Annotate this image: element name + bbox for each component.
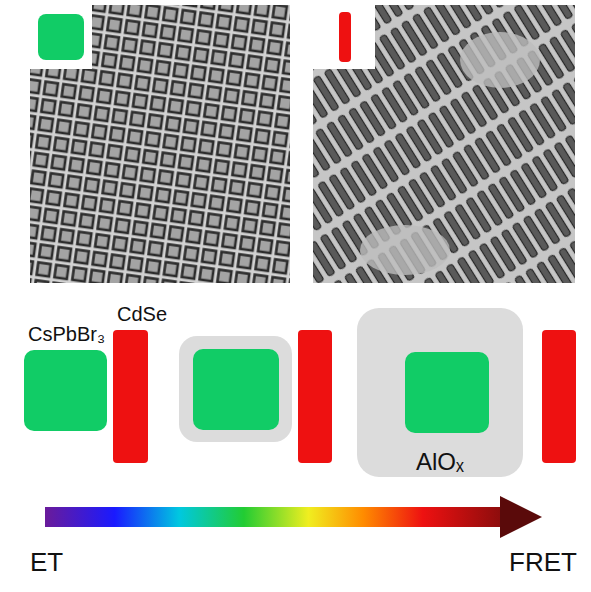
spectrum-arrow <box>45 507 505 527</box>
cube <box>405 352 489 433</box>
inset-box <box>313 5 375 69</box>
tem-blank-area <box>360 225 450 275</box>
rod <box>298 330 332 463</box>
shell-node: AlOₓ <box>357 308 523 477</box>
inset-box <box>30 5 92 69</box>
node-label: CdSe <box>117 303 167 326</box>
axis-label: ET <box>30 548 63 578</box>
rod-node: CdSe <box>113 330 148 463</box>
arrow-head <box>500 496 542 538</box>
tem-image-rods <box>313 5 575 283</box>
axis-label: FRET <box>509 548 577 578</box>
inset-rod <box>339 12 351 62</box>
rod <box>542 330 576 463</box>
thin-shell <box>179 336 292 442</box>
cube-node: CsPbBr₃ <box>24 350 107 431</box>
node-label: CsPbBr₃ <box>28 323 105 346</box>
tem-blank-area <box>460 32 540 88</box>
cube <box>193 349 279 430</box>
inset-cube <box>38 14 84 60</box>
node-label: AlOₓ <box>416 448 464 476</box>
tem-image-cubes <box>30 5 290 283</box>
